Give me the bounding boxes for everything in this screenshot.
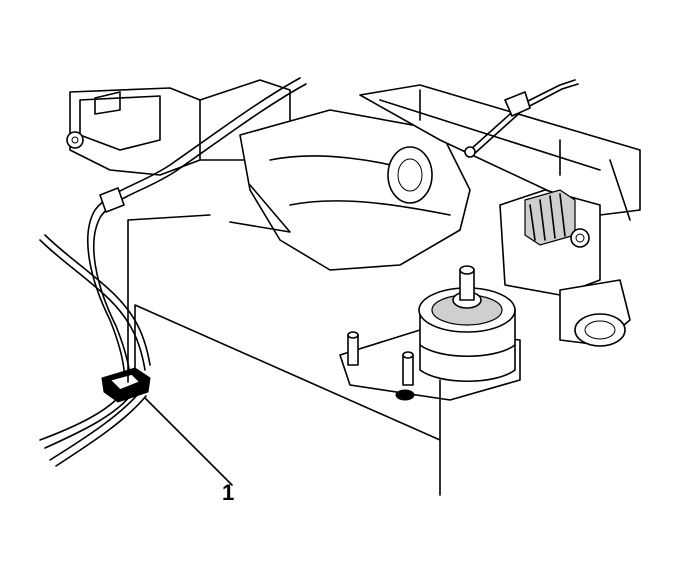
wiring-harness — [39, 77, 307, 467]
callout-number-1: 1 — [222, 480, 235, 505]
shift-cable — [464, 79, 579, 158]
exhaust-pipe — [239, 109, 471, 271]
frame-rail — [359, 84, 641, 221]
callout-1-leader — [144, 397, 233, 486]
engine-mount-bracket — [499, 189, 631, 347]
transmission-mount — [339, 265, 521, 401]
harness-clip — [101, 367, 151, 403]
leader-lines — [127, 184, 441, 496]
